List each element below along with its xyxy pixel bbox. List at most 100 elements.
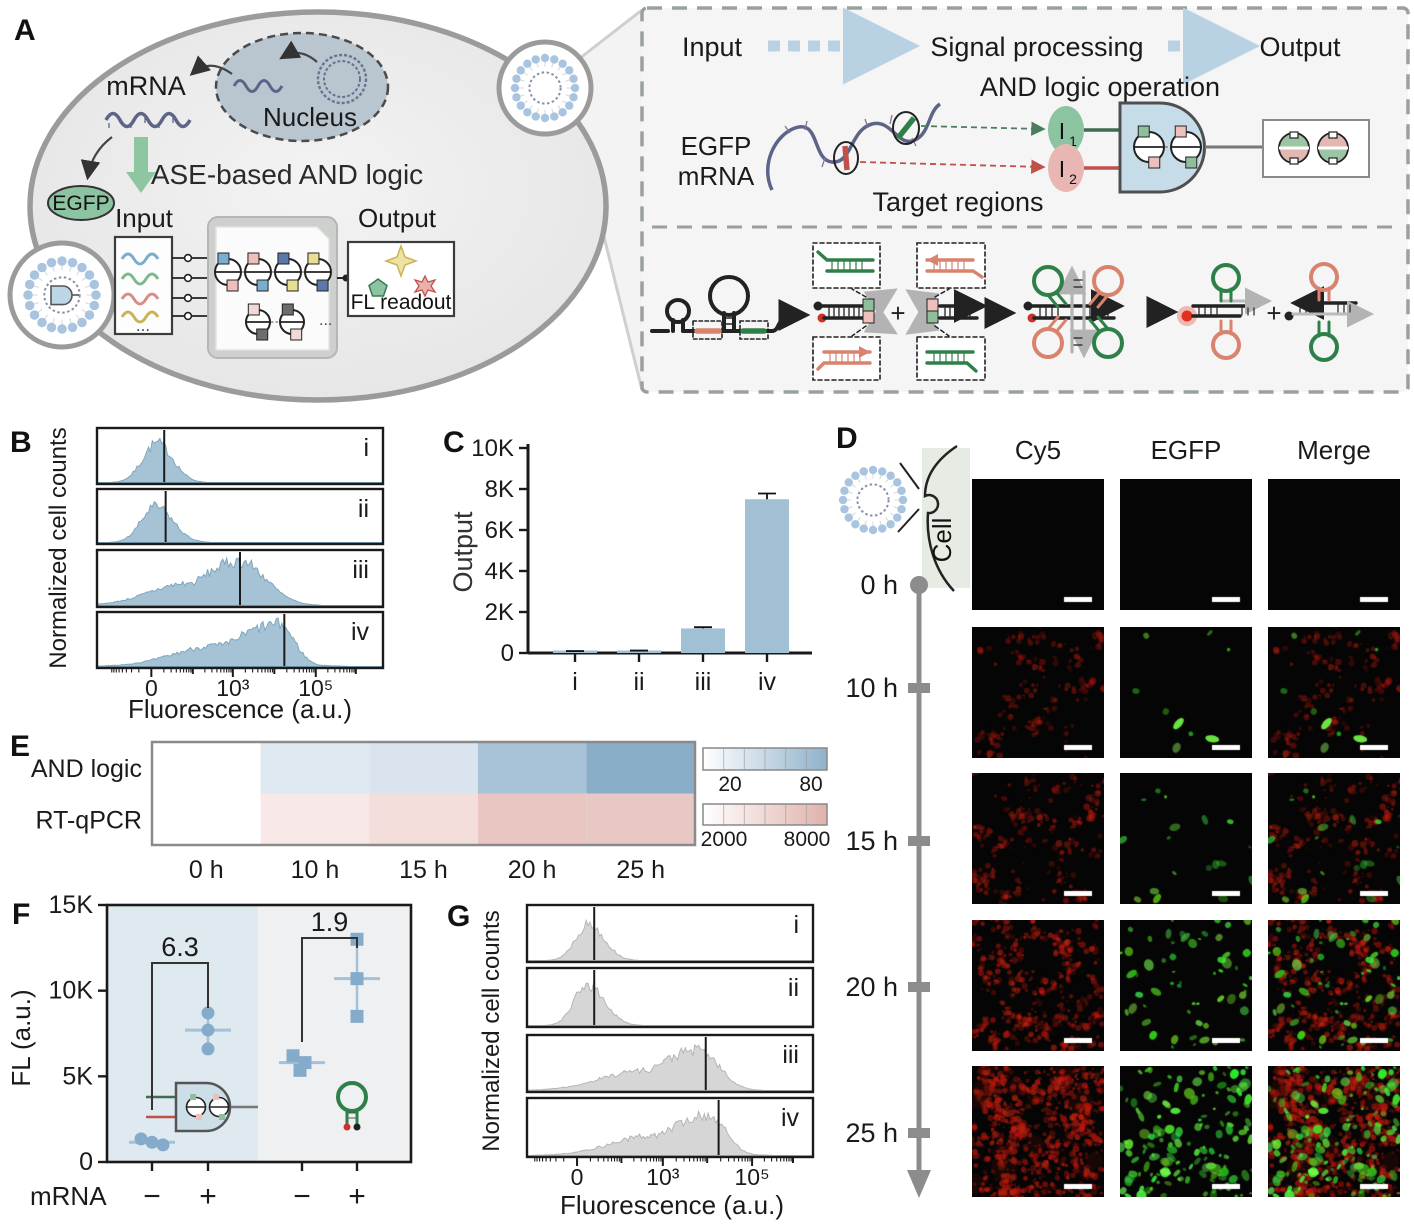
gate-tab-top bbox=[281, 303, 294, 316]
translation-arrow bbox=[80, 136, 113, 181]
zoom-box bbox=[640, 6, 1410, 394]
heatmap-cell bbox=[260, 742, 370, 794]
input-i2-badge bbox=[1048, 144, 1084, 192]
row-label-iv: iv bbox=[351, 618, 370, 646]
fold-label: 6.3 bbox=[161, 932, 199, 962]
panel-b-ylabel: Normalized cell counts bbox=[45, 427, 72, 668]
green-pentagon-icon bbox=[368, 278, 388, 297]
scatter-point bbox=[134, 1132, 148, 1146]
x-tick-label: 10³ bbox=[646, 1164, 680, 1190]
histogram-iii bbox=[526, 1043, 813, 1091]
heatmap-cell bbox=[260, 793, 370, 845]
time-label: 0 h bbox=[860, 570, 898, 600]
and-gate-internals bbox=[1133, 125, 1202, 169]
duplex-notch-top bbox=[1328, 131, 1338, 139]
liposome-dot bbox=[840, 505, 849, 514]
plasmid-icon bbox=[316, 53, 368, 105]
liposome-dot bbox=[569, 93, 578, 102]
histogram-i bbox=[97, 437, 383, 483]
liposome-dot bbox=[859, 524, 868, 533]
liposome-dot bbox=[29, 310, 40, 320]
liposome-dot bbox=[565, 66, 574, 75]
scatter-point bbox=[201, 1042, 215, 1056]
liposome-rna-ring bbox=[43, 276, 81, 314]
liposome-dot bbox=[57, 256, 67, 266]
micrograph-merge-20h bbox=[1268, 920, 1400, 1051]
liposome-dot bbox=[516, 101, 525, 110]
target-segment-green bbox=[895, 116, 917, 140]
liposome-dot bbox=[523, 108, 532, 117]
i1-sub: 1 bbox=[1069, 133, 1077, 149]
timeline-tick bbox=[908, 836, 930, 846]
input-rna-red bbox=[120, 292, 160, 306]
heatmap-row-label: AND logic bbox=[31, 755, 142, 783]
timeline-arrowhead bbox=[907, 1170, 931, 1198]
scatter-point bbox=[286, 1049, 300, 1063]
liposome-dot bbox=[77, 317, 87, 328]
channel-header: Merge bbox=[1297, 435, 1371, 465]
gate-tab-bottom bbox=[256, 279, 269, 292]
y-tick-label: 0 bbox=[501, 640, 514, 667]
target-circle-red bbox=[833, 141, 859, 175]
mini-and-gate-icon bbox=[50, 285, 73, 306]
liposome-dot bbox=[67, 257, 78, 268]
liposome-dot bbox=[565, 101, 574, 110]
liposome-dot bbox=[844, 478, 853, 487]
input-rna-yellow bbox=[120, 310, 160, 324]
liposome-dot bbox=[859, 467, 868, 476]
liposome-dot bbox=[24, 300, 35, 311]
x-tick-label: 10⁵ bbox=[298, 675, 333, 701]
and-operation-label: AND logic operation bbox=[980, 72, 1220, 102]
liposome-dot bbox=[29, 270, 40, 280]
liposome-dot bbox=[878, 524, 887, 533]
histogram-frame-ii bbox=[95, 487, 385, 546]
timeline: 0 h10 h15 h20 h25 h bbox=[845, 570, 931, 1198]
scatter-point bbox=[201, 1023, 215, 1037]
histogram-frame-i bbox=[95, 426, 385, 486]
gate-tab-bottom bbox=[226, 279, 239, 292]
y-tick-label: 5K bbox=[62, 1062, 93, 1090]
heatmap-cell bbox=[477, 742, 587, 794]
category-label: iii bbox=[695, 668, 712, 696]
colorbar-blue-ticks bbox=[723, 748, 807, 770]
duplex-notch-bottom bbox=[1328, 157, 1338, 165]
liposome-dot bbox=[868, 465, 878, 475]
histogram-frame-iii bbox=[525, 1033, 815, 1094]
circuit-dots: ... bbox=[319, 312, 332, 329]
hairpin-mini-icon bbox=[336, 1081, 368, 1131]
gate-tab-top bbox=[1137, 125, 1150, 138]
ase-mechanism: + bbox=[650, 242, 1374, 381]
panel-c-label: C bbox=[443, 426, 465, 459]
y-tick-label: 4K bbox=[485, 558, 514, 585]
liposome-rna-ring bbox=[856, 483, 890, 517]
heatmap-cell bbox=[369, 742, 478, 794]
liposome-dot bbox=[893, 513, 902, 522]
channel-header: EGFP bbox=[1151, 435, 1222, 465]
liposome-dot bbox=[523, 59, 532, 68]
histogram-frame-iii bbox=[95, 548, 385, 609]
target-segment-red bbox=[842, 145, 850, 171]
liposome-dot bbox=[46, 257, 57, 268]
export-arrow bbox=[189, 55, 233, 76]
heatmap-col-label: 15 h bbox=[399, 856, 448, 884]
micrograph-cy5-0h bbox=[972, 479, 1104, 610]
target-to-i2-arrow bbox=[859, 159, 1046, 174]
svg-text:+: + bbox=[890, 298, 905, 328]
nuclear-mrna-icon bbox=[232, 79, 284, 93]
x-sign-label: − bbox=[293, 1180, 311, 1213]
flow-signal-label: Signal processing bbox=[930, 32, 1143, 62]
panel-e-label: E bbox=[10, 730, 30, 763]
nucleus bbox=[214, 31, 390, 143]
gate-tab-top bbox=[277, 252, 290, 265]
y-tick-label: 6K bbox=[485, 517, 514, 544]
x-tick-label: 10³ bbox=[216, 675, 250, 701]
heatmap-col-label: 10 h bbox=[291, 856, 340, 884]
liposome-dot bbox=[569, 74, 578, 83]
liposome-dot bbox=[84, 310, 95, 320]
colorbar-blue-min: 20 bbox=[718, 773, 741, 796]
liposome-dot bbox=[898, 495, 908, 505]
cell-membrane bbox=[27, 9, 609, 403]
channel-header: Cy5 bbox=[1015, 435, 1061, 465]
